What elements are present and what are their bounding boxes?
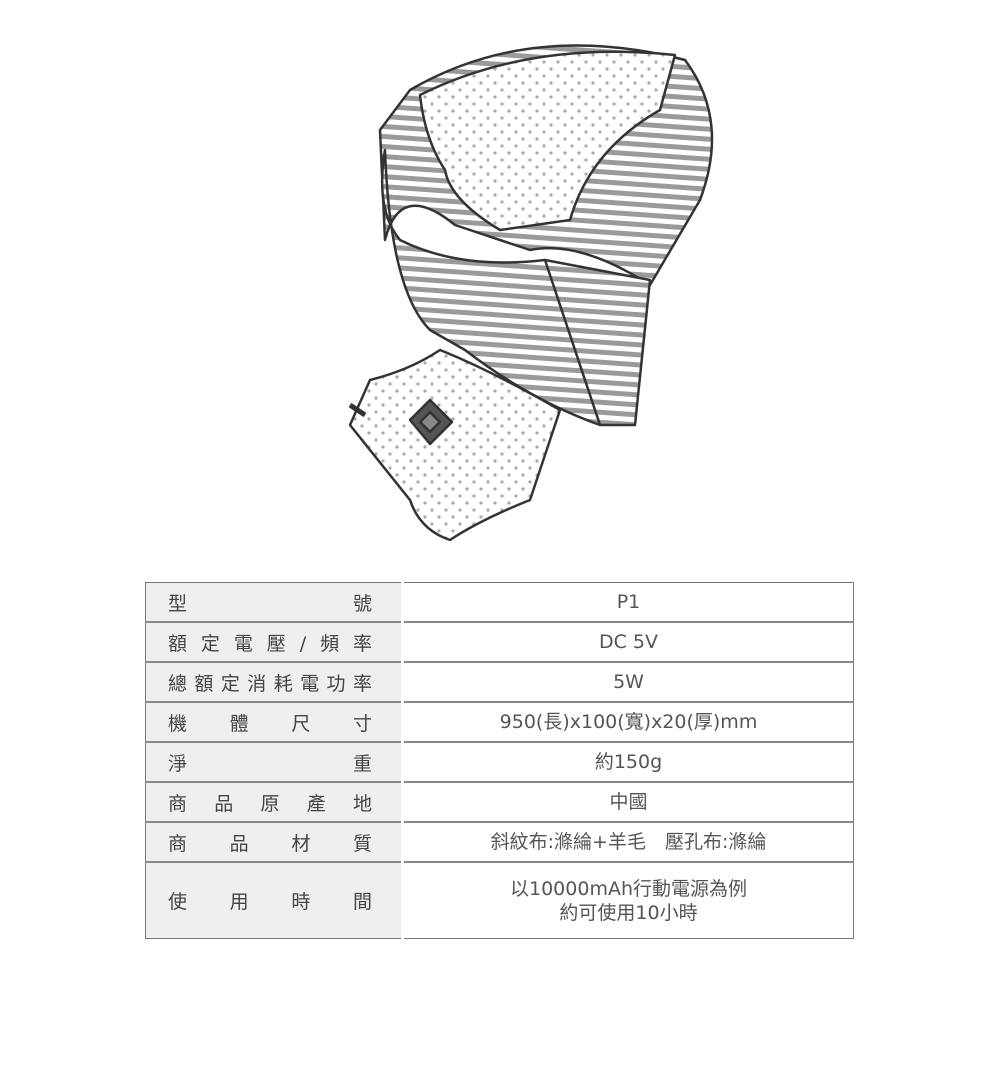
- heated-scarf-illustration: [348, 44, 714, 542]
- spec-value: DC 5V: [402, 621, 854, 662]
- spec-label: 商品原產地: [145, 781, 404, 822]
- spec-value: 斜紋布:滌綸+羊毛 壓孔布:滌綸: [402, 821, 854, 862]
- spec-value: 以10000mAh行動電源為例約可使用10小時: [402, 861, 854, 939]
- spec-label: 總額定消耗電功率: [145, 661, 404, 702]
- spec-value: 5W: [402, 661, 854, 702]
- spec-value-line1: 以10000mAh行動電源為例: [510, 877, 747, 900]
- spec-label: 額定電壓/頻率: [145, 621, 404, 662]
- spec-value-line2: 約可使用10小時: [559, 901, 698, 924]
- spec-value: 約150g: [402, 741, 854, 782]
- spec-label: 淨重: [145, 741, 404, 782]
- spec-value: P1: [616, 591, 641, 613]
- spec-value: 中國: [402, 781, 854, 822]
- table-row: 商品原產地中國: [145, 781, 854, 822]
- spec-label: 商品材質: [145, 821, 404, 862]
- table-row: 使用時間以10000mAh行動電源為例約可使用10小時: [145, 861, 854, 939]
- spec-label: 使用時間: [145, 861, 404, 939]
- spec-label: 機體尺寸: [145, 701, 404, 742]
- table-row: 型號 P1: [145, 582, 854, 622]
- table-row: 淨重約150g: [145, 741, 854, 782]
- spec-label: 型號: [145, 582, 404, 622]
- spec-value: 950(長)x100(寬)x20(厚)mm: [402, 701, 854, 742]
- table-row: 商品材質斜紋布:滌綸+羊毛 壓孔布:滌綸: [145, 821, 854, 862]
